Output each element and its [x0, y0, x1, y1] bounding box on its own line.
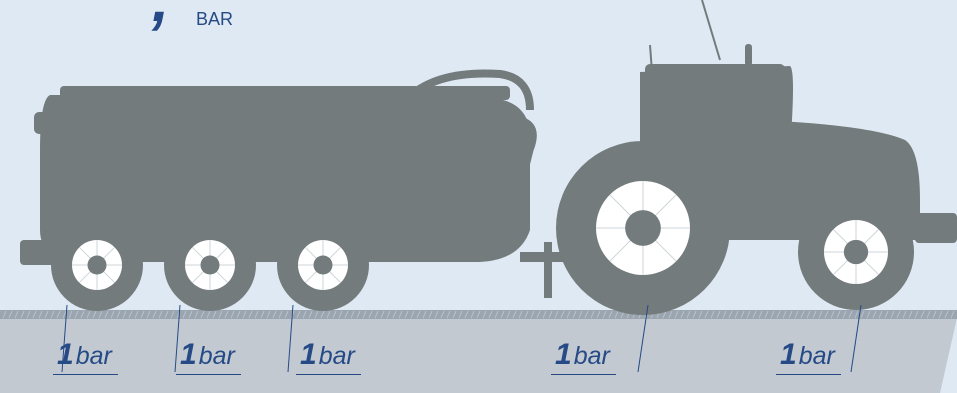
label-underline: [53, 374, 118, 375]
pressure-unit: bar: [799, 342, 835, 370]
wheel-pressure-label: 1bar: [180, 338, 235, 372]
wheel-pressure-label: 1bar: [780, 338, 835, 372]
wheel-pressure-label: 1bar: [300, 338, 355, 372]
wheel-pressure-label: 1bar: [555, 338, 610, 372]
headline-unit: BAR: [196, 9, 233, 30]
pressure-unit: bar: [574, 342, 610, 370]
label-underline: [176, 374, 241, 375]
pressure-value: 1: [57, 338, 74, 371]
pressure-value: 1: [780, 338, 797, 371]
wheel: [556, 141, 730, 315]
wheel-pressure-label: 1bar: [57, 338, 112, 372]
pressure-value: 1: [300, 338, 317, 371]
wheel: [51, 219, 143, 311]
pressure-unit: bar: [199, 342, 235, 370]
pressure-value: 1: [180, 338, 197, 371]
antenna: [702, 0, 720, 60]
label-underline: [296, 374, 361, 375]
pressure-unit: bar: [319, 342, 355, 370]
label-underline: [551, 374, 616, 375]
label-underline: [776, 374, 841, 375]
pressure-unit: bar: [76, 342, 112, 370]
pressure-value: 1: [555, 338, 572, 371]
wheel: [798, 194, 914, 310]
headline-value: ,: [152, 0, 169, 32]
wheel: [277, 219, 369, 311]
wheel: [164, 219, 256, 311]
